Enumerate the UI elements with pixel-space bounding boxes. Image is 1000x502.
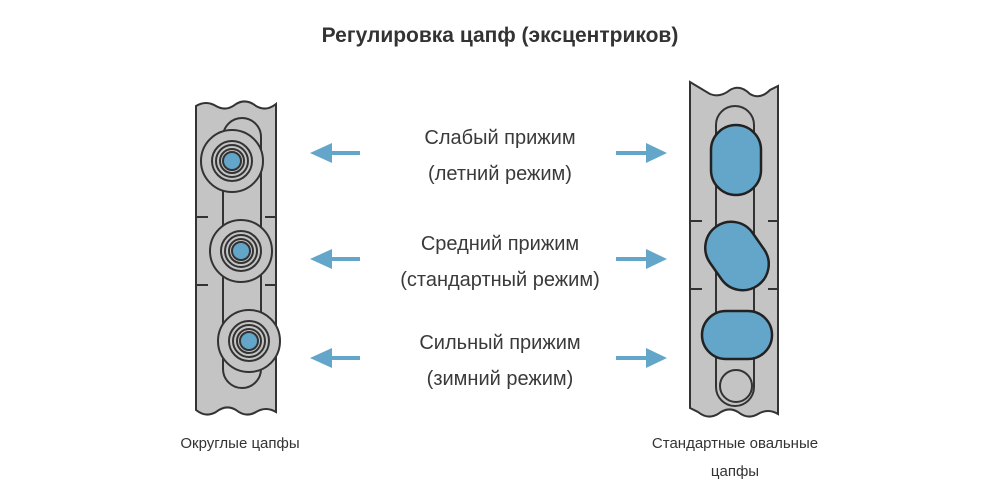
arrow-left-icon: [310, 143, 360, 163]
mode-label-weak: Слабый прижим (летний режим): [330, 120, 670, 192]
slot-end-circle: [719, 369, 753, 403]
oval-trunnion-plate: [689, 80, 779, 418]
mode-season: (летний режим): [428, 163, 572, 185]
caption-line: Стандартные овальные: [651, 435, 819, 452]
mode-season: (зимний режим): [426, 368, 574, 390]
mode-name: Слабый прижим: [424, 127, 576, 149]
oval-trunnion-strong: [700, 309, 774, 361]
mode-name: Сильный прижим: [419, 332, 581, 354]
left-tick-marks: [196, 216, 276, 286]
mode-season: (стандартный режим): [400, 269, 600, 291]
round-trunnion-plate: [195, 100, 281, 416]
oval-trunnion-weak: [709, 123, 763, 197]
round-trunnion-strong: [217, 309, 281, 373]
arrow-right-icon: [616, 143, 667, 163]
diagram-title: Регулировка цапф (эксцентриков): [321, 24, 679, 47]
arrow-right-icon: [616, 249, 667, 269]
arrow-left-icon: [310, 249, 360, 269]
right-tick-marks: [690, 220, 778, 290]
caption-line: цапфы: [710, 463, 760, 480]
arrow-right-icon: [616, 348, 667, 368]
caption-oval-trunnions: Стандартные овальные цапфы: [610, 430, 860, 486]
mode-label-strong: Сильный прижим (зимний режим): [330, 325, 670, 397]
round-trunnion-medium: [209, 219, 273, 283]
caption-round-trunnions: Округлые цапфы: [180, 435, 300, 452]
arrows: [310, 143, 667, 368]
mode-name: Средний прижим: [420, 233, 580, 255]
arrow-left-icon: [310, 348, 360, 368]
mode-label-medium: Средний прижим (стандартный режим): [330, 226, 670, 298]
oval-trunnion-medium: [704, 220, 770, 292]
round-trunnion-weak: [200, 129, 264, 193]
